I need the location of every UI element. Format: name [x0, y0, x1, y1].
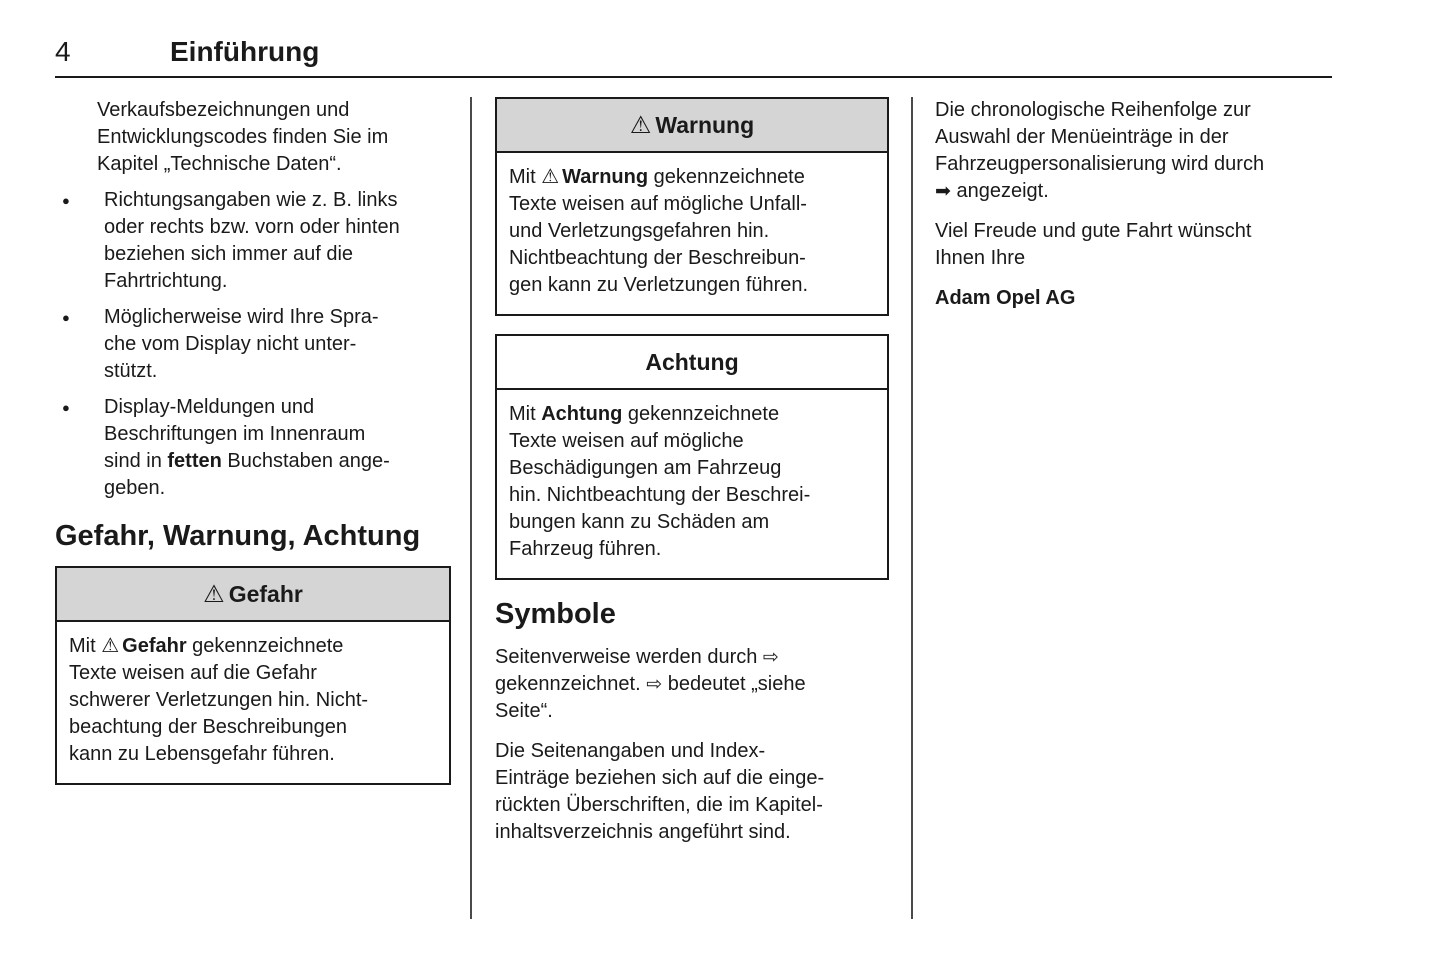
paragraph-segment: Die chronologische Reihenfolge zur Auswa… — [935, 99, 1265, 175]
box-body-segment: gekennzeichnete Texte weisen auf möglich… — [509, 166, 809, 296]
box-body-segment: gekennzeichnete Texte weisen auf möglich… — [509, 403, 811, 560]
warnung-box: ⚠Warnung Mit ⚠Warnung gekennzeichnete Te… — [495, 97, 889, 316]
list-item: ● Möglicherweise wird Ihre Spra- che vom … — [55, 304, 451, 385]
warnung-box-title: Warnung — [655, 112, 755, 138]
achtung-box-header: Achtung — [497, 336, 887, 390]
warnung-box-body: Mit ⚠Warnung gekennzeichnete Texte weise… — [497, 153, 887, 314]
section-heading: Gefahr, Warnung, Achtung — [55, 520, 421, 552]
column-left: Verkaufsbezeichnungen und Entwicklungsco… — [55, 97, 451, 785]
column-right: Die chronologische Reihenfolge zur Auswa… — [935, 97, 1341, 325]
gefahr-box-body: Mit ⚠Gefahr gekennzeichnete Texte weisen… — [57, 622, 449, 783]
bullet-icon: ● — [62, 400, 70, 415]
gefahr-box-title: Gefahr — [228, 581, 303, 607]
box-body-segment: gekennzeichnete Texte weisen auf die Gef… — [69, 635, 369, 765]
company-signature: Adam Opel AG — [935, 287, 1076, 309]
warning-triangle-icon: ⚠ — [629, 112, 652, 139]
list-item-text-segment: Buchstaben ange- geben. — [104, 450, 390, 499]
list-item-text-segment: Display-Meldungen und Beschriftungen im … — [104, 396, 366, 472]
chapter-title: Einführung — [170, 36, 320, 67]
symbole-paragraph-2: Die Seitenangaben und Index- Einträge be… — [495, 740, 825, 843]
warnung-box-header: ⚠Warnung — [497, 99, 887, 153]
box-body-segment: Mit — [509, 403, 542, 425]
warning-triangle-icon: ⚠ — [203, 581, 225, 608]
achtung-box: Achtung Mit Achtung gekennzeichnete Text… — [495, 334, 889, 580]
box-body-bold: Warnung — [562, 166, 649, 188]
farewell-paragraph: Viel Freude und gute Fahrt wünscht Ihnen… — [935, 220, 1252, 269]
column-separator-1 — [470, 97, 472, 919]
gefahr-box: ⚠Gefahr Mit ⚠Gefahr gekennzeichnete Text… — [55, 566, 451, 785]
paragraph-segment: angezeigt. — [950, 180, 1049, 202]
intro-paragraph: Verkaufsbezeichnungen und Entwicklungsco… — [97, 99, 389, 175]
column-middle: ⚠Warnung Mit ⚠Warnung gekennzeichnete Te… — [495, 97, 889, 859]
bullet-icon: ● — [62, 310, 70, 325]
symbole-paragraph-1: Seitenverweise werden durch ⇨ gekennzeic… — [495, 644, 889, 725]
box-body-segment: Mit — [69, 635, 102, 657]
paragraph-segment: gekennzeichnet. — [495, 673, 641, 695]
achtung-box-title: Achtung — [645, 349, 739, 375]
bullet-icon: ● — [62, 193, 70, 208]
list-item-text: Möglicherweise wird Ihre Spra- che vom D… — [104, 306, 379, 382]
gefahr-box-header: ⚠Gefahr — [57, 568, 449, 622]
page-reference-arrow-icon: ⇨ — [762, 647, 779, 668]
symbole-heading: Symbole — [495, 598, 616, 630]
list-item-text: Richtungsangaben wie z. B. links oder re… — [104, 189, 400, 292]
paragraph-segment: Seitenverweise werden durch — [495, 646, 763, 668]
warning-triangle-icon: ⚠ — [101, 635, 120, 657]
list-item: ● Richtungsangaben wie z. B. links oder r… — [55, 187, 451, 295]
list-item: ● Display-Meldungen und Beschriftungen im… — [55, 394, 451, 502]
page-number: 4 — [55, 36, 71, 67]
column-separator-2 — [911, 97, 913, 919]
list-item-text: Display-Meldungen und Beschriftungen im … — [104, 394, 451, 502]
box-body-segment: Mit — [509, 166, 542, 188]
achtung-box-body: Mit Achtung gekennzeichnete Texte weisen… — [497, 390, 887, 578]
warning-triangle-icon: ⚠ — [541, 166, 560, 188]
page-reference-arrow-icon: ⇨ — [646, 674, 663, 695]
box-body-bold: Gefahr — [122, 635, 187, 657]
box-body-bold: Achtung — [541, 403, 623, 425]
personalisierung-paragraph: Die chronologische Reihenfolge zur Auswa… — [935, 97, 1341, 205]
header-rule — [55, 76, 1332, 78]
list-item-text-bold: fetten — [167, 450, 222, 472]
paragraph-segment: bedeutet „siehe Seite“. — [495, 673, 806, 722]
menu-sequence-arrow-icon: ➡ — [935, 181, 951, 202]
